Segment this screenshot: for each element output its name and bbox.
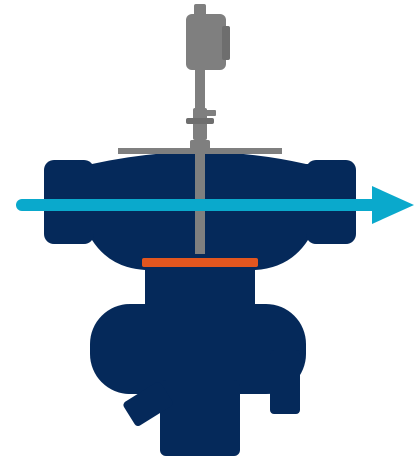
gauge-clip bbox=[222, 26, 230, 60]
bottom-outlet-stub bbox=[160, 380, 240, 456]
coupler-pin bbox=[186, 118, 214, 124]
flow-arrow-shaft bbox=[16, 199, 382, 211]
gauge-body bbox=[186, 14, 226, 70]
stem-collar bbox=[190, 140, 210, 150]
valve-stem bbox=[195, 60, 205, 254]
travel-indicator-tab bbox=[204, 110, 216, 116]
angled-side-port bbox=[123, 381, 173, 427]
flow-arrow-head bbox=[372, 186, 414, 224]
seat-ring bbox=[142, 258, 258, 267]
lower-valve-body bbox=[90, 262, 306, 456]
bottom-housing bbox=[90, 304, 306, 394]
actuator-assembly bbox=[186, 60, 216, 254]
gauge-icon bbox=[186, 4, 230, 70]
arrow-right-icon bbox=[16, 186, 414, 224]
right-leg-stub bbox=[270, 350, 300, 414]
